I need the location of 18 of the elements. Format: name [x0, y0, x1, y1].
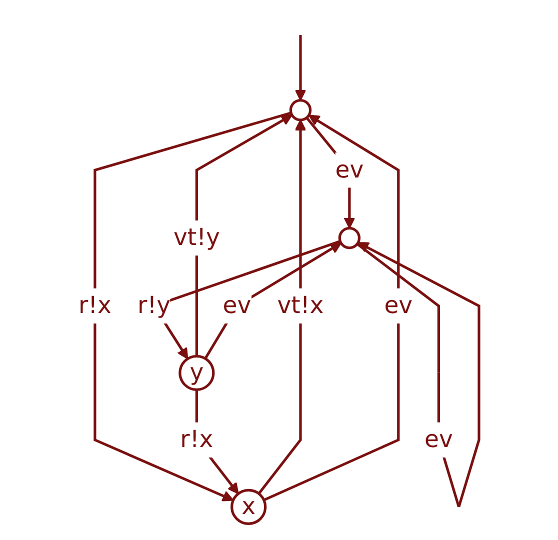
edge-label: r!x: [78, 292, 112, 320]
arrow: [258, 119, 306, 494]
arrow: [295, 35, 306, 101]
edge-label: vt!y: [174, 224, 220, 252]
edge-label: r!y: [138, 292, 171, 320]
edge-label: ev: [223, 292, 252, 320]
edge-label: vt!x: [278, 292, 324, 320]
edge-label: ev: [424, 426, 454, 454]
node-circle: y: [178, 354, 215, 391]
arrow: [204, 242, 342, 360]
edge-label: r!x: [180, 426, 214, 454]
node-circle: [290, 99, 312, 122]
arrow: [196, 114, 293, 356]
edge-label: ev: [384, 292, 413, 320]
node-circle: x: [230, 488, 267, 525]
node-circle: [338, 226, 361, 250]
edge-label: ev: [336, 156, 364, 184]
arrow: [94, 112, 292, 502]
